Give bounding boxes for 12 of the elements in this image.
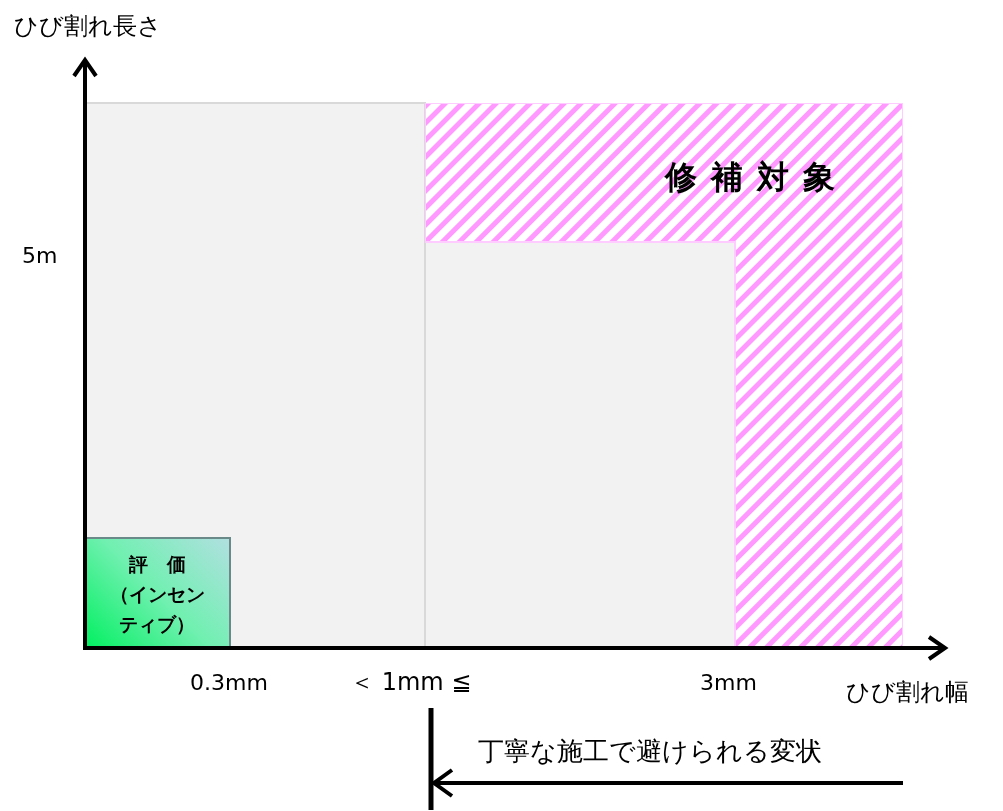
target-region xyxy=(425,103,903,648)
region-label: 修補対象 xyxy=(665,161,849,193)
tick-label: 0.3mm xyxy=(190,672,268,694)
tick-label: ＜ 1mm ≦ xyxy=(350,670,472,694)
axis-title: ひび割れ長さ xyxy=(14,14,162,38)
arrow-label: 丁寧な施工で避けられる変状 xyxy=(478,738,822,764)
box-note: （インセンティブ） xyxy=(108,581,206,637)
tick-label: 3mm xyxy=(700,672,757,694)
box-heading: 評 価 xyxy=(128,551,186,577)
evaluation-box xyxy=(85,537,231,648)
axis-title: ひび割れ幅 xyxy=(846,680,969,704)
tick-label: 5m xyxy=(22,245,58,267)
